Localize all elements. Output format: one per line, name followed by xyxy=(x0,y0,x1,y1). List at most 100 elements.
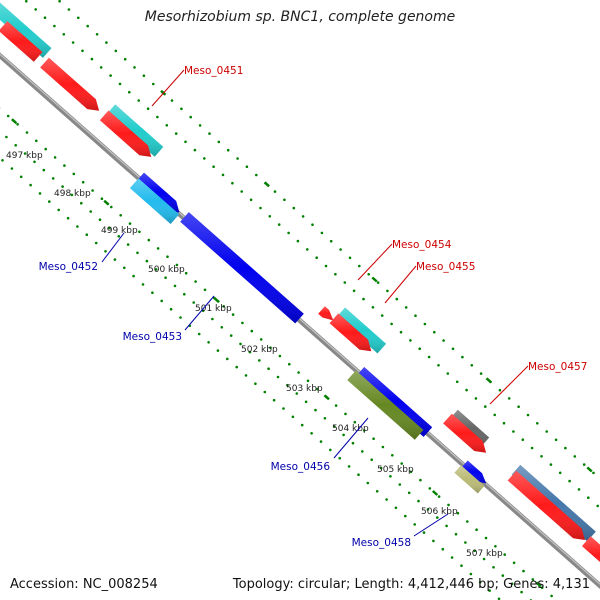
gene-leader-line xyxy=(151,69,185,107)
minor-tick xyxy=(287,231,290,235)
minor-tick xyxy=(71,41,75,44)
minor-tick xyxy=(343,281,347,284)
minor-tick xyxy=(522,569,525,573)
minor-tick xyxy=(272,398,276,402)
kbp-tick-label: 499 kbp xyxy=(101,226,138,236)
minor-tick xyxy=(479,372,483,375)
minor-tick xyxy=(407,491,411,495)
kbp-tick-label: 506 kbp xyxy=(421,507,458,517)
minor-tick xyxy=(63,164,66,167)
minor-tick xyxy=(324,264,328,268)
minor-tick xyxy=(138,230,141,234)
minor-tick xyxy=(211,317,214,321)
minor-tick xyxy=(53,156,57,159)
minor-tick xyxy=(100,197,104,200)
minor-tick xyxy=(258,359,261,362)
minor-tick xyxy=(512,561,516,565)
gene-label: Meso_0456 xyxy=(271,461,331,473)
minor-tick xyxy=(316,387,319,391)
minor-tick xyxy=(361,450,364,453)
minor-tick xyxy=(517,405,520,409)
minor-tick xyxy=(507,397,511,400)
minor-tick xyxy=(450,556,454,559)
minor-tick xyxy=(395,297,399,301)
minor-tick xyxy=(245,165,249,168)
accession-text: Accession: NC_008254 xyxy=(10,577,158,592)
minor-tick xyxy=(418,347,422,351)
minor-tick xyxy=(371,306,375,309)
minor-tick xyxy=(164,276,167,280)
minor-tick xyxy=(183,292,186,296)
minor-tick xyxy=(166,255,169,258)
minor-tick xyxy=(197,332,201,336)
minor-tick xyxy=(113,258,117,261)
minor-tick xyxy=(381,445,385,449)
minor-tick xyxy=(229,334,233,337)
gene-label: Meso_0451 xyxy=(184,65,243,77)
gene-label: Meso_0454 xyxy=(392,239,452,251)
minor-tick xyxy=(433,330,436,334)
minor-tick xyxy=(16,123,19,126)
minor-tick xyxy=(501,574,505,577)
minor-tick xyxy=(497,597,501,600)
minor-tick xyxy=(455,380,459,384)
genome-backbone xyxy=(0,52,600,590)
minor-tick xyxy=(95,33,99,36)
minor-tick xyxy=(192,301,195,304)
major-tick xyxy=(371,276,378,283)
minor-tick xyxy=(267,367,270,371)
minor-tick xyxy=(379,466,383,470)
minor-tick xyxy=(170,99,174,102)
minor-tick xyxy=(334,404,338,407)
minor-tick xyxy=(422,531,426,534)
minor-tick xyxy=(141,283,145,286)
minor-tick xyxy=(239,342,242,346)
gene-leader-line xyxy=(184,295,215,331)
gene-arrow-shading xyxy=(0,21,43,62)
minor-tick xyxy=(94,241,98,245)
minor-tick xyxy=(512,430,515,433)
minor-tick xyxy=(427,355,431,359)
minor-tick xyxy=(105,41,108,44)
minor-tick xyxy=(394,506,398,510)
major-tick xyxy=(586,466,593,473)
minor-tick xyxy=(582,463,586,466)
major-tick xyxy=(11,118,18,125)
minor-tick xyxy=(558,471,562,475)
gene-label: Meso_0457 xyxy=(528,361,587,373)
minor-tick xyxy=(160,299,163,303)
minor-tick xyxy=(409,339,412,342)
minor-tick xyxy=(391,454,394,457)
major-tick xyxy=(535,581,542,588)
minor-tick xyxy=(426,508,430,511)
minor-tick xyxy=(390,322,393,326)
minor-tick xyxy=(475,528,478,531)
gene-leader-line xyxy=(357,243,393,281)
minor-tick xyxy=(375,490,379,493)
minor-tick xyxy=(136,251,139,255)
kbp-tick-label: 507 kbp xyxy=(466,549,503,559)
minor-tick xyxy=(180,107,183,111)
minor-tick xyxy=(389,475,392,478)
minor-tick xyxy=(482,557,486,561)
minor-tick xyxy=(473,549,477,552)
minor-tick xyxy=(342,433,345,437)
minor-tick xyxy=(304,400,308,404)
minor-tick xyxy=(386,289,389,293)
minor-tick xyxy=(203,288,207,292)
minor-tick xyxy=(288,362,291,366)
minor-tick xyxy=(502,421,506,425)
gene-arrow-shading xyxy=(443,413,487,453)
gene-arrow-shading xyxy=(318,306,334,321)
minor-tick xyxy=(451,347,455,351)
gene-arrow-shading xyxy=(449,409,490,448)
major-tick xyxy=(323,394,330,401)
minor-tick xyxy=(194,280,197,283)
minor-tick xyxy=(175,263,179,267)
minor-tick xyxy=(478,581,482,584)
kbp-tick-label: 503 kbp xyxy=(286,384,323,394)
minor-tick xyxy=(592,471,595,475)
genome-backbone-highlight xyxy=(0,53,600,585)
gene-arrow-shading xyxy=(355,367,433,437)
minor-tick xyxy=(372,437,375,441)
